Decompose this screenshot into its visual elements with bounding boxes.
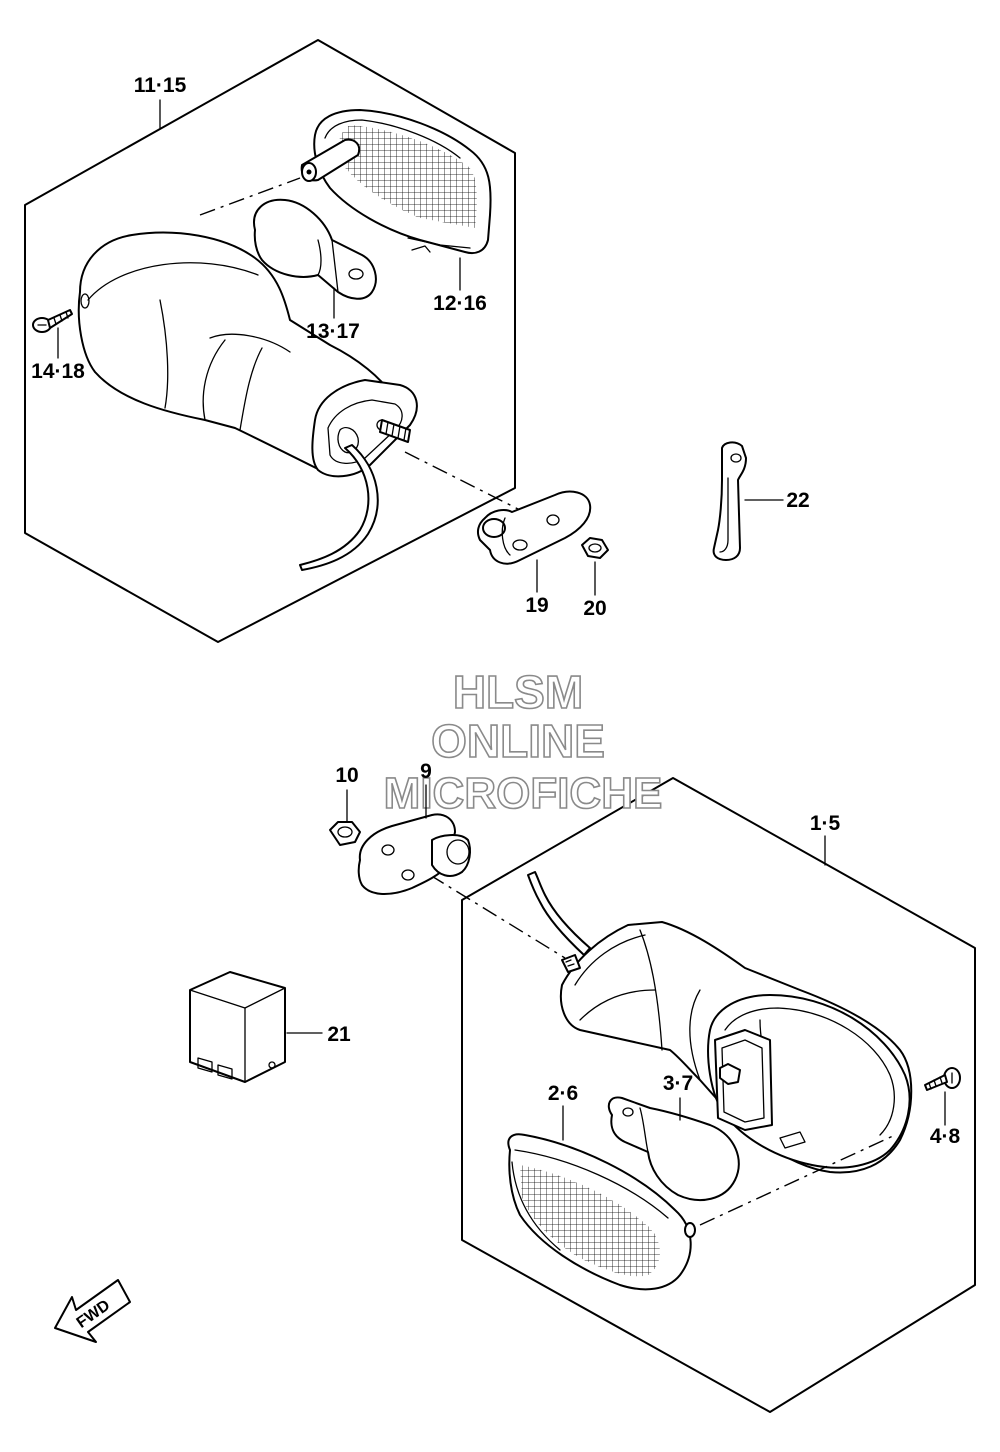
upper-screw [32, 309, 73, 333]
label-22: 22 [786, 489, 809, 512]
label-21: 21 [327, 1023, 351, 1046]
bracket-22 [712, 441, 747, 561]
lower-lens [507, 1133, 696, 1291]
part-labels: 11·15 12·16 13·17 14·18 19 20 22 10 9 1·… [31, 74, 960, 1148]
upper-spacer [476, 490, 592, 565]
lower-nut [329, 821, 361, 846]
relay-21 [189, 971, 286, 1083]
label-20: 20 [583, 597, 606, 620]
label-2-6: 2·6 [548, 1082, 578, 1105]
upper-nut [581, 537, 609, 559]
watermark-line-3: MICROFICHE [384, 769, 663, 818]
watermark-line-2: ONLINE [431, 715, 605, 767]
label-12-16: 12·16 [433, 292, 487, 315]
lower-spacer [357, 813, 471, 895]
watermark-line-1: HLSM [453, 666, 583, 718]
upper-assembly-frame [24, 39, 516, 643]
upper-housing [77, 231, 418, 571]
lower-housing [527, 871, 913, 1174]
label-1-5: 1·5 [810, 812, 841, 835]
fwd-arrow: FWD [54, 1279, 131, 1343]
lower-bulb [607, 1096, 740, 1201]
upper-bulb [253, 198, 377, 300]
label-9: 9 [420, 760, 432, 783]
lower-assembly [429, 777, 976, 1413]
watermark: HLSM ONLINE MICROFICHE [383, 665, 663, 819]
label-19: 19 [525, 594, 548, 617]
leader-lines [57, 99, 946, 1141]
label-3-7: 3·7 [663, 1072, 693, 1095]
lower-screw [924, 1067, 961, 1091]
upper-assembly [24, 39, 521, 643]
label-4-8: 4·8 [930, 1125, 961, 1148]
label-13-17: 13·17 [306, 320, 360, 343]
lower-assembly-frame [461, 777, 976, 1413]
label-14-18: 14·18 [31, 360, 85, 383]
label-11-15: 11·15 [134, 74, 187, 97]
upper-lens [300, 109, 492, 255]
label-10: 10 [335, 764, 358, 787]
